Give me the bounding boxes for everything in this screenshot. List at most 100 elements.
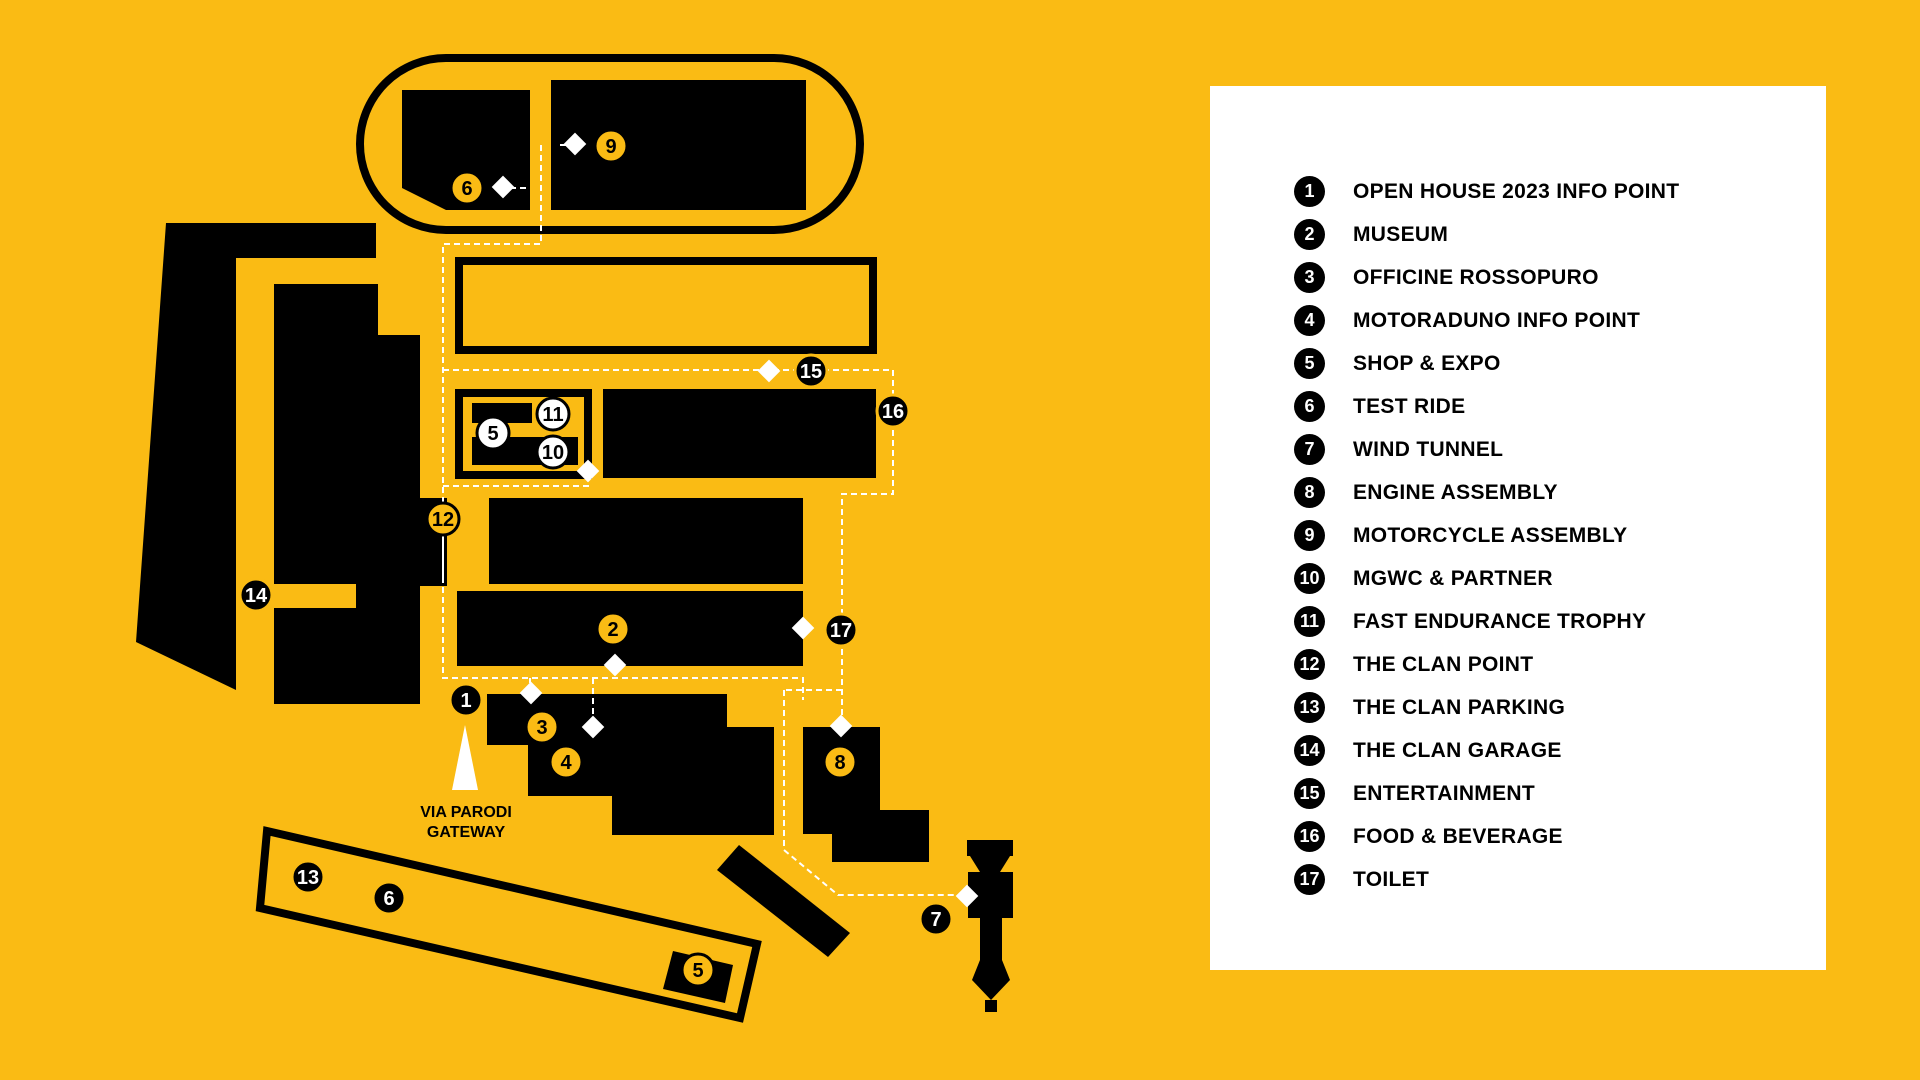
- marker-number: 7: [930, 909, 941, 931]
- marker-number: 3: [536, 717, 547, 739]
- building-west-long: [136, 223, 376, 690]
- marker-circle: [371, 880, 407, 916]
- legend-item: 14 THE CLAN GARAGE: [1294, 729, 1679, 772]
- map-marker-16: 16: [875, 393, 911, 429]
- marker-circle: [793, 353, 829, 389]
- legend-number-badge: 8: [1294, 477, 1325, 508]
- marker-circle: [524, 709, 560, 745]
- wind-tunnel: [967, 840, 1013, 1012]
- path-garage-gap: [274, 584, 356, 608]
- legend-number-badge: 9: [1294, 520, 1325, 551]
- map-marker-10: 10: [535, 434, 571, 470]
- legend-number-badge: 16: [1294, 821, 1325, 852]
- marker-number: 16: [882, 401, 904, 423]
- marker-circle: [238, 577, 274, 613]
- track-oval: [356, 54, 864, 234]
- gateway-label-line1: VIA PARODI: [420, 804, 512, 821]
- legend-number-badge: 1: [1294, 176, 1325, 207]
- map-marker-5: 5: [680, 952, 716, 988]
- building-west-block: [274, 284, 447, 704]
- legend-number-badge: 4: [1294, 305, 1325, 336]
- legend-label: MGWC & PARTNER: [1353, 566, 1553, 590]
- marker-number: 2: [607, 619, 618, 641]
- marker-number: 11: [542, 404, 563, 426]
- legend-label: MUSEUM: [1353, 222, 1449, 246]
- marker-number: 15: [800, 361, 822, 383]
- legend-number-badge: 5: [1294, 348, 1325, 379]
- legend-item: 2 MUSEUM: [1294, 213, 1679, 256]
- map-marker-13: 13: [290, 859, 326, 895]
- legend-number-badge: 3: [1294, 262, 1325, 293]
- building-entertainment: [603, 389, 876, 478]
- map-marker-6: 6: [371, 880, 407, 916]
- marker-number: 14: [245, 585, 268, 607]
- legend-label: WIND TUNNEL: [1353, 437, 1504, 461]
- legend-item: 5 SHOP & EXPO: [1294, 342, 1679, 385]
- legend-number-badge: 17: [1294, 864, 1325, 895]
- map-marker-3: 3: [524, 709, 560, 745]
- legend-item: 16 FOOD & BEVERAGE: [1294, 815, 1679, 858]
- marker-circle: [680, 952, 716, 988]
- legend-label: FAST ENDURANCE TROPHY: [1353, 609, 1647, 633]
- marker-number: 6: [383, 888, 394, 910]
- legend-label: MOTORADUNO INFO POINT: [1353, 308, 1641, 332]
- legend-number-badge: 13: [1294, 692, 1325, 723]
- marker-number: 5: [692, 960, 703, 982]
- marker-circle: [425, 501, 461, 537]
- legend-number-badge: 11: [1294, 606, 1325, 637]
- marker-circle: [475, 415, 511, 451]
- legend-label: ENTERTAINMENT: [1353, 781, 1535, 805]
- legend-label: THE CLAN GARAGE: [1353, 738, 1562, 762]
- building-diagonal: [717, 845, 850, 957]
- legend-label: SHOP & EXPO: [1353, 351, 1501, 375]
- legend-item: 8 ENGINE ASSEMBLY: [1294, 471, 1679, 514]
- building-central: [489, 498, 803, 584]
- marker-number: 5: [487, 423, 498, 445]
- marker-number: 9: [605, 136, 616, 158]
- legend-number-badge: 10: [1294, 563, 1325, 594]
- marker-circle: [449, 170, 485, 206]
- legend-number-badge: 6: [1294, 391, 1325, 422]
- legend-item: 4 MOTORADUNO INFO POINT: [1294, 299, 1679, 342]
- marker-circle: [548, 744, 584, 780]
- legend-item: 6 TEST RIDE: [1294, 385, 1679, 428]
- marker-number: 6: [461, 178, 472, 200]
- building-track-right: [551, 80, 806, 210]
- legend-number-badge: 2: [1294, 219, 1325, 250]
- map-marker-6: 6: [449, 170, 485, 206]
- legend-item: 13 THE CLAN PARKING: [1294, 686, 1679, 729]
- legend-number-badge: 12: [1294, 649, 1325, 680]
- marker-number: 8: [834, 752, 845, 774]
- map-marker-17: 17: [823, 612, 859, 648]
- marker-number: 17: [830, 620, 852, 642]
- building-outline-expo: [455, 389, 592, 479]
- building-outline-north: [455, 257, 877, 354]
- map-marker-15: 15: [793, 353, 829, 389]
- legend-label: ENGINE ASSEMBLY: [1353, 480, 1558, 504]
- gateway-arrow-icon: [452, 725, 478, 790]
- map-marker-2: 2: [595, 611, 631, 647]
- marker-circle: [535, 396, 571, 432]
- marker-circle: [875, 393, 911, 429]
- marker-number: 1: [460, 690, 471, 712]
- marker-number: 4: [560, 752, 572, 774]
- legend-label: THE CLAN PARKING: [1353, 695, 1566, 719]
- map-marker-4: 4: [548, 744, 584, 780]
- marker-circle: [290, 859, 326, 895]
- marker-circle: [823, 612, 859, 648]
- legend-label: TEST RIDE: [1353, 394, 1466, 418]
- legend-item: 10 MGWC & PARTNER: [1294, 557, 1679, 600]
- legend-label: FOOD & BEVERAGE: [1353, 824, 1563, 848]
- marker-circle: [535, 434, 571, 470]
- legend-number-badge: 14: [1294, 735, 1325, 766]
- marker-number: 12: [432, 509, 454, 531]
